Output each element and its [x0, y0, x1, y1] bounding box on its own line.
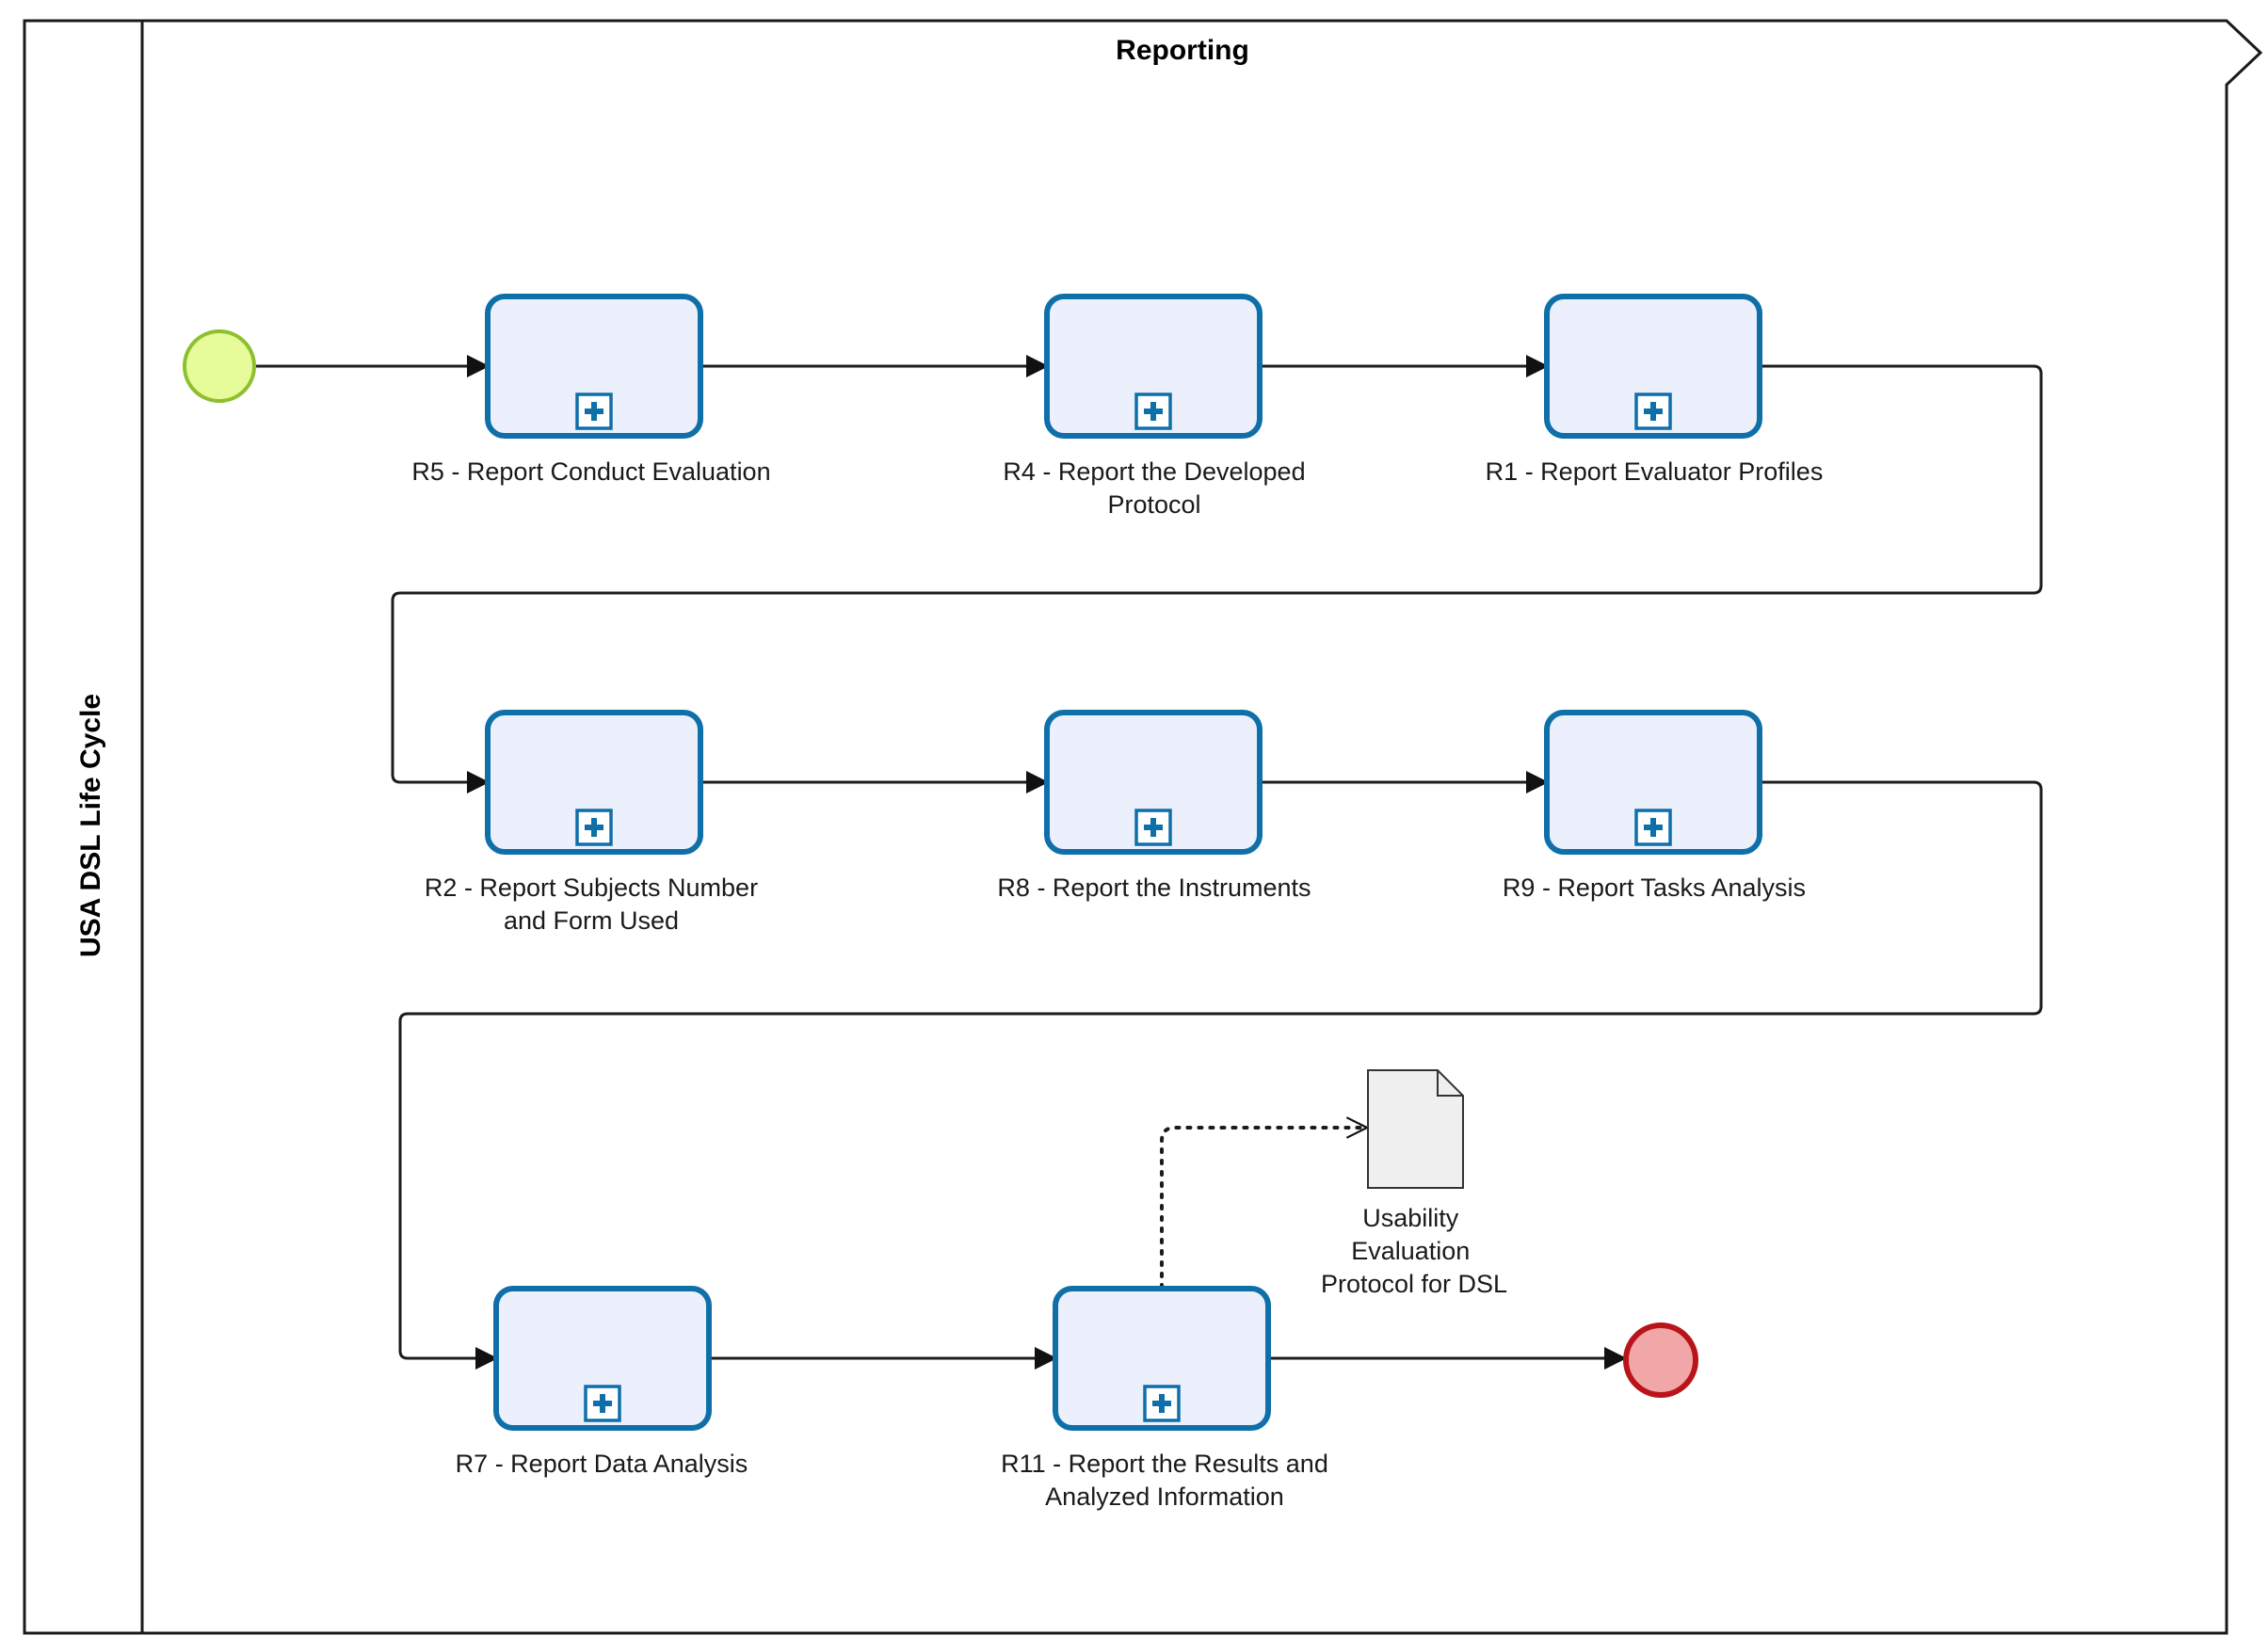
- task-label-line: and Form Used: [504, 906, 679, 935]
- artifact-label-line-3: Protocol for DSL: [1321, 1270, 1507, 1298]
- task-r5[interactable]: R5 - Report Conduct Evaluation: [411, 294, 771, 486]
- subprocess-expand-icon[interactable]: [575, 393, 613, 430]
- task-r7[interactable]: R7 - Report Data Analysis: [456, 1286, 748, 1478]
- task-box[interactable]: [485, 710, 703, 855]
- start-event[interactable]: [183, 329, 256, 403]
- flow-r1-to-r2[interactable]: [391, 364, 2043, 793]
- task-label: R2 - Report Subjects Number and Form Used: [425, 874, 758, 935]
- task-box[interactable]: [1053, 1286, 1271, 1431]
- tasks: R5 - Report Conduct Evaluation R4 - Repor…: [411, 294, 1824, 1511]
- task-label: R7 - Report Data Analysis: [456, 1450, 748, 1478]
- association-r11-to-artifact[interactable]: [1160, 1128, 1367, 1290]
- flow-r9-to-r7[interactable]: [398, 780, 2043, 1370]
- data-object-usability-protocol[interactable]: Usability Evaluation Protocol for DSL: [1321, 1069, 1507, 1298]
- artifact-label: Usability Evaluation Protocol for DSL: [1321, 1204, 1507, 1298]
- task-label-line: R11 - Report the Results and: [1001, 1450, 1328, 1478]
- task-r1[interactable]: R1 - Report Evaluator Profiles: [1486, 294, 1824, 486]
- task-label-line: R9 - Report Tasks Analysis: [1503, 874, 1806, 902]
- task-label-line: R4 - Report the Developed: [1003, 457, 1305, 486]
- task-box[interactable]: [485, 294, 703, 439]
- subprocess-expand-icon[interactable]: [584, 1385, 621, 1422]
- task-label: R9 - Report Tasks Analysis: [1503, 874, 1806, 902]
- task-box[interactable]: [1544, 294, 1762, 439]
- task-label-line: Protocol: [1107, 490, 1200, 519]
- document-fold: [1437, 1070, 1463, 1097]
- task-label-line: R1 - Report Evaluator Profiles: [1486, 457, 1824, 486]
- subprocess-expand-icon[interactable]: [1143, 1385, 1181, 1422]
- subprocess-expand-icon[interactable]: [575, 809, 613, 846]
- artifact-label-line-2: Evaluation: [1351, 1237, 1470, 1265]
- task-label-line: R7 - Report Data Analysis: [456, 1450, 748, 1478]
- document-icon: [1367, 1069, 1464, 1189]
- lane-title: Reporting: [1116, 35, 1249, 66]
- task-box[interactable]: [493, 1286, 712, 1431]
- task-r9[interactable]: R9 - Report Tasks Analysis: [1503, 710, 1806, 902]
- task-r2[interactable]: R2 - Report Subjects Number and Form Used: [425, 710, 758, 935]
- artifact-label-line-1: Usability: [1362, 1204, 1459, 1232]
- subprocess-expand-icon[interactable]: [1634, 809, 1672, 846]
- task-label-line: Analyzed Information: [1045, 1483, 1284, 1511]
- end-event[interactable]: [1623, 1322, 1698, 1398]
- task-label: R5 - Report Conduct Evaluation: [411, 457, 770, 486]
- task-r8[interactable]: R8 - Report the Instruments: [997, 710, 1311, 902]
- task-label: R1 - Report Evaluator Profiles: [1486, 457, 1824, 486]
- task-box[interactable]: [1044, 294, 1263, 439]
- task-label-line: R2 - Report Subjects Number: [425, 874, 758, 902]
- task-label: R8 - Report the Instruments: [997, 874, 1311, 902]
- subprocess-expand-icon[interactable]: [1134, 809, 1172, 846]
- subprocess-expand-icon[interactable]: [1634, 393, 1672, 430]
- subprocess-expand-icon[interactable]: [1134, 393, 1172, 430]
- task-label-line: R8 - Report the Instruments: [997, 874, 1311, 902]
- task-box[interactable]: [1544, 710, 1762, 855]
- task-box[interactable]: [1044, 710, 1263, 855]
- sequence-flows: [256, 355, 2043, 1370]
- pool-name: USA DSL Life Cycle: [75, 694, 106, 957]
- task-label-line: R5 - Report Conduct Evaluation: [411, 457, 770, 486]
